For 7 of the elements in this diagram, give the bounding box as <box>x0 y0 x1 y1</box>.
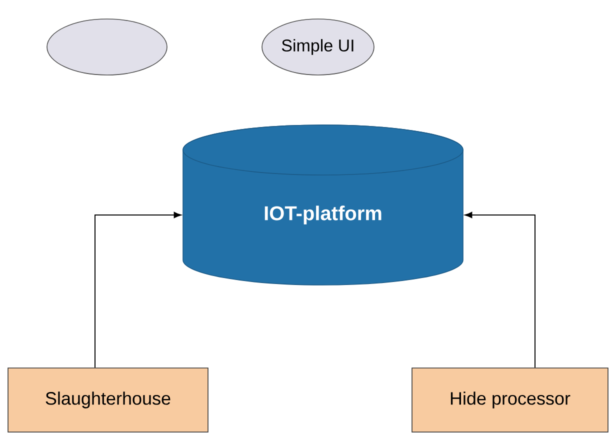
process-box: Slaughterhouse <box>8 368 208 432</box>
database-cylinder: IOT-platform <box>182 124 464 286</box>
process-box: Hide processor <box>412 368 608 432</box>
ellipse-node: Simple UI <box>262 18 374 76</box>
arrow <box>464 212 536 368</box>
ellipse <box>46 18 168 76</box>
arrow <box>94 212 182 368</box>
